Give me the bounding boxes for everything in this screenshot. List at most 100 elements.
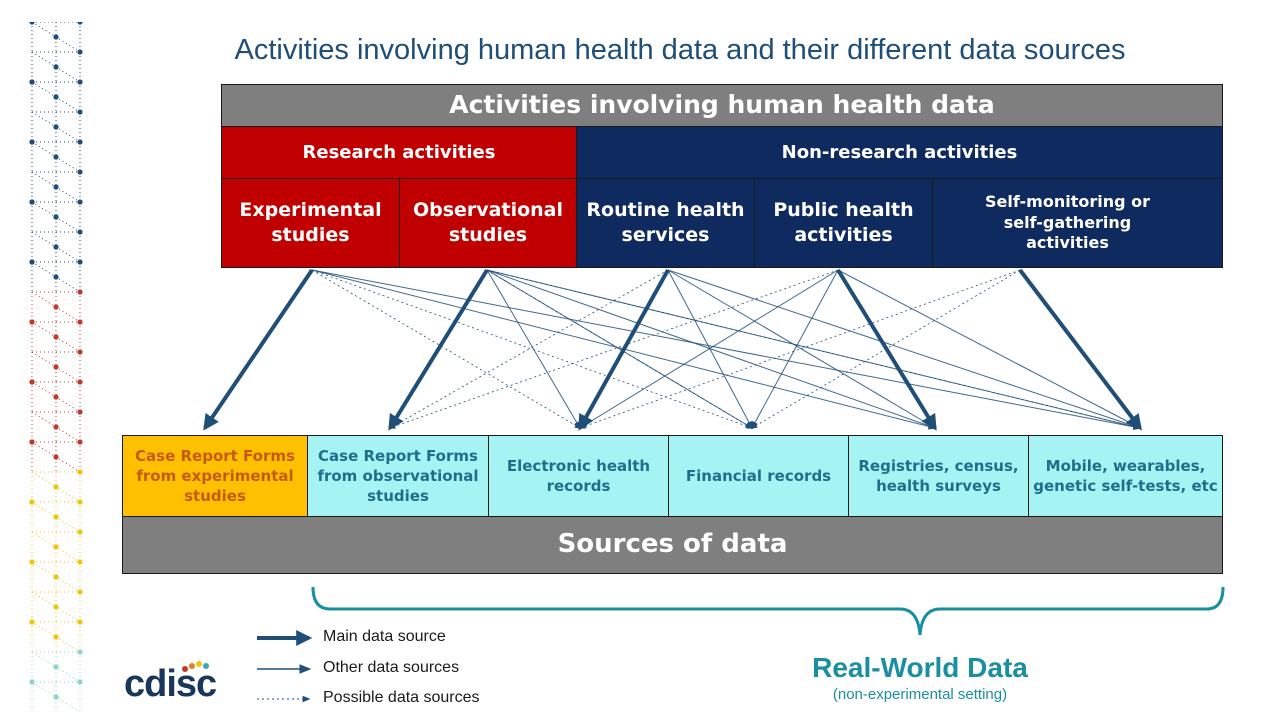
dot-pattern-segment xyxy=(31,51,81,83)
dot-pattern-segment xyxy=(31,171,81,203)
dot-pattern-dot xyxy=(77,529,83,535)
dot-pattern-dot xyxy=(29,619,35,625)
legend-possible-label: Possible data sources xyxy=(323,689,480,706)
dot-pattern-segment xyxy=(31,561,81,593)
dot-pattern-dot xyxy=(53,394,59,400)
source-line: Case Report Forms xyxy=(135,446,295,465)
dot-pattern-dot xyxy=(53,94,59,100)
dot-pattern-segment xyxy=(31,471,81,503)
dot-pattern-dot xyxy=(77,409,83,415)
dot-pattern-dot xyxy=(53,34,59,40)
activity-line: studies xyxy=(271,224,350,246)
other-source-arrow xyxy=(486,269,581,430)
dot-pattern-dot xyxy=(53,334,59,340)
main-source-arrow xyxy=(203,268,314,431)
other-source-arrow xyxy=(311,269,937,430)
legend-arrow-main xyxy=(257,630,313,646)
non-research-activities-header: Non-research activities xyxy=(576,126,1223,179)
source-line: Registries, census, xyxy=(858,456,1019,475)
dot-pattern-dot xyxy=(77,319,83,325)
source-mobile-wearables: Mobile, wearables,genetic self-tests, et… xyxy=(1028,435,1223,517)
dot-pattern-segment xyxy=(31,291,81,323)
activity-line: activities xyxy=(794,224,893,246)
dot-pattern-dot xyxy=(77,79,83,85)
dot-pattern-dot xyxy=(77,559,83,565)
dot-pattern-dot xyxy=(53,544,59,550)
source-line: Financial records xyxy=(685,466,832,485)
possible-source-arrow xyxy=(388,269,669,429)
source-registries: Registries, census,health surveys xyxy=(848,435,1029,517)
dot-pattern-dot xyxy=(29,199,35,205)
dot-pattern-dot xyxy=(77,439,83,445)
dot-pattern-dot xyxy=(77,289,83,295)
legend-main-label: Main data source xyxy=(323,628,446,645)
decorative-dot-pattern xyxy=(29,22,83,712)
possible-source-arrow xyxy=(750,269,1021,429)
dot-pattern-dot xyxy=(77,49,83,55)
dot-pattern-segment xyxy=(31,381,81,413)
real-world-data-title: Real-World Data xyxy=(812,652,1028,683)
dot-pattern-dot xyxy=(53,184,59,190)
dot-pattern-segment xyxy=(31,501,81,533)
dot-pattern-dot xyxy=(29,259,35,265)
cdisc-logo-text: cdisc xyxy=(124,663,217,705)
dot-pattern-segment xyxy=(31,351,81,383)
source-line: Case Report Forms xyxy=(318,446,478,465)
other-source-arrow xyxy=(578,269,839,429)
activity-line: Public health xyxy=(773,199,914,222)
dot-pattern-segment xyxy=(31,651,81,683)
dot-pattern-dot xyxy=(77,619,83,625)
dot-pattern-dot xyxy=(29,559,35,565)
source-line: records xyxy=(546,477,611,495)
activity-line: Observational xyxy=(412,199,564,222)
dot-pattern-dot xyxy=(53,514,59,520)
dot-pattern-dot xyxy=(77,229,83,235)
dot-pattern-dot xyxy=(29,139,35,145)
cdisc-logo: cdisc xyxy=(124,663,217,706)
dot-pattern-dot xyxy=(29,439,35,445)
activity-line: services xyxy=(621,224,710,246)
dot-pattern-segment xyxy=(31,591,81,623)
cdisc-logo-dots xyxy=(182,661,209,672)
dot-pattern-segment xyxy=(31,621,81,653)
activities-header-label: Activities involving human health data xyxy=(449,90,995,120)
dot-pattern-dot xyxy=(77,139,83,145)
source-line: Electronic health xyxy=(506,456,651,475)
dot-pattern-dot xyxy=(29,319,35,325)
dot-pattern-dot xyxy=(53,154,59,160)
legend-arrow-possible xyxy=(257,695,311,703)
source-line: studies xyxy=(184,487,246,506)
dot-pattern-dot xyxy=(53,424,59,430)
activity-line: studies xyxy=(448,224,528,246)
research-activities-label: Research activities xyxy=(302,141,496,163)
dot-pattern-dot xyxy=(53,574,59,580)
dot-pattern-dot xyxy=(77,109,83,115)
source-line: from observational xyxy=(317,466,479,485)
dot-pattern-dot xyxy=(53,214,59,220)
dot-pattern-segment xyxy=(31,411,81,443)
source-electronic-health-records: Electronic health records xyxy=(488,435,669,517)
possible-source-arrow xyxy=(311,269,582,429)
dot-pattern-dot xyxy=(77,589,83,595)
activity-line: Experimental xyxy=(239,199,382,222)
dot-pattern-segment xyxy=(31,321,81,353)
possible-source-arrow xyxy=(388,269,839,429)
dot-pattern-dot xyxy=(77,649,83,655)
activities-header: Activities involving human health data xyxy=(221,84,1223,127)
dot-pattern-dot xyxy=(29,379,35,385)
source-line: genetic self-tests, etc xyxy=(1033,477,1218,495)
source-financial-records: Financial records xyxy=(668,435,849,517)
dot-pattern-dot xyxy=(29,679,35,685)
main-source-arrow xyxy=(1018,268,1142,431)
dot-pattern-dot xyxy=(53,454,59,460)
dot-pattern-segment xyxy=(31,681,81,712)
dot-pattern-dot xyxy=(77,469,83,475)
dot-pattern-dot xyxy=(53,604,59,610)
activity-line: Self-monitoring or xyxy=(984,191,1151,211)
